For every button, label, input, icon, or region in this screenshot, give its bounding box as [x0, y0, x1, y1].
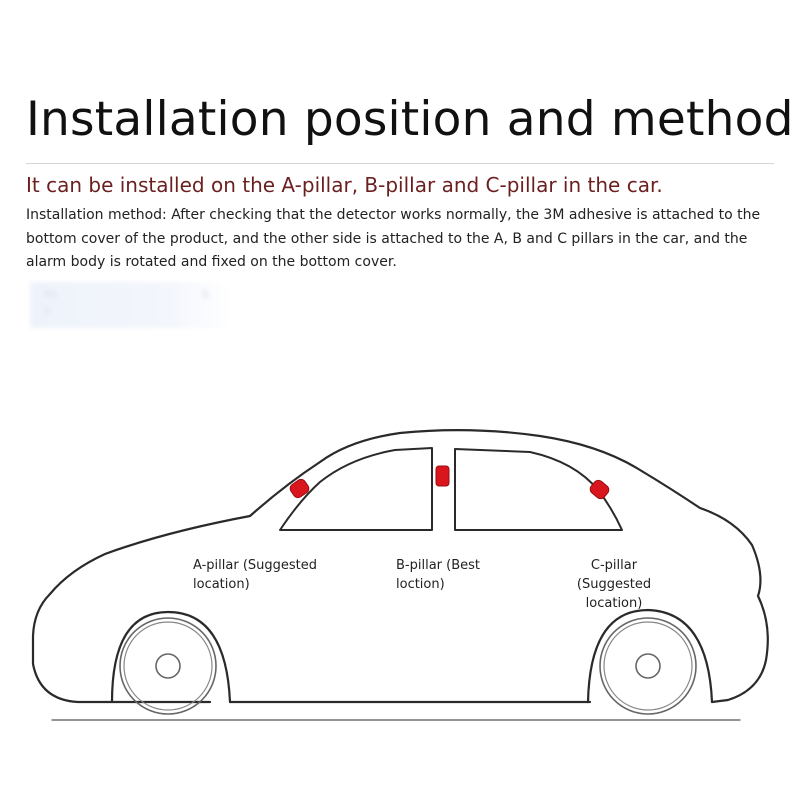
front-wheel: [119, 617, 217, 715]
subtitle: It can be installed on the A-pillar, B-p…: [26, 173, 663, 197]
c-pillar-label: C-pillar (Suggested location): [576, 558, 652, 611]
car-body: [31, 429, 769, 704]
a-pillar-label: A-pillar (Suggested location): [193, 558, 318, 592]
a-pillar-detector-marker: [289, 478, 310, 499]
rear-wheel-arch: [586, 608, 714, 704]
b-pillar-label: B-pillar (Best loction): [396, 558, 480, 592]
rear-wheel: [599, 617, 697, 715]
front-wheel-arch: [110, 610, 232, 704]
c-pillar-detector-marker: [589, 479, 610, 500]
faded-watermark: Po B P: [30, 282, 230, 328]
b-pillar-detector-marker: [435, 465, 450, 487]
title-divider: [26, 163, 774, 164]
front-window: [279, 447, 433, 531]
installation-method-text: Installation method: After checking that…: [26, 207, 761, 270]
page-title: Installation position and method: [26, 92, 794, 147]
